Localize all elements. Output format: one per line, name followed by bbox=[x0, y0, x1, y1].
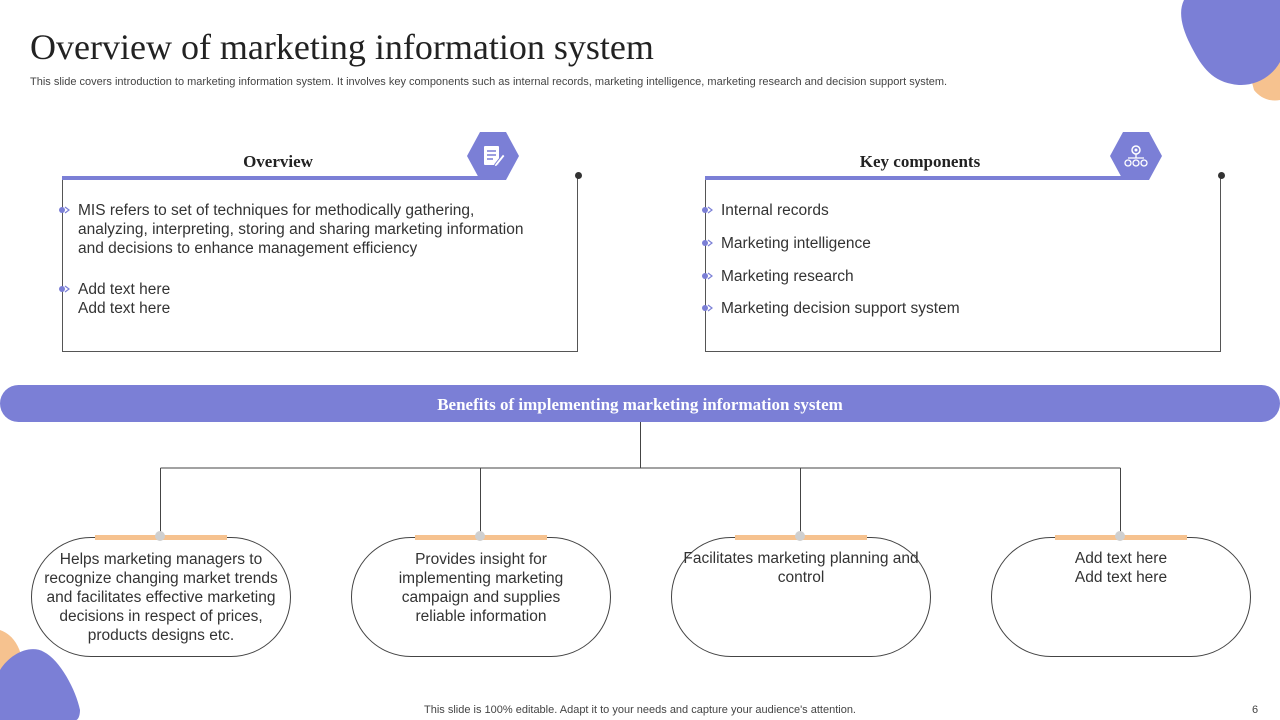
benefit-card-node bbox=[475, 531, 485, 541]
page-subtitle: This slide covers introduction to market… bbox=[30, 76, 948, 88]
key-components-panel-bar bbox=[705, 176, 1145, 180]
benefit-text: Helps marketing managers to recognize ch… bbox=[44, 551, 278, 644]
bottom-left-decoration bbox=[0, 630, 80, 720]
footer-note: This slide is 100% editable. Adapt it to… bbox=[424, 704, 856, 716]
overview-bullet-1: MIS refers to set of techniques for meth… bbox=[78, 202, 524, 257]
key-component-item: Marketing research bbox=[721, 268, 854, 285]
overview-bullet-2: Add text here Add text here bbox=[78, 281, 171, 317]
page-title: Overview of marketing information system bbox=[30, 27, 654, 67]
benefit-card-node bbox=[155, 531, 165, 541]
page-number: 6 bbox=[1252, 704, 1259, 716]
benefit-card-node bbox=[795, 531, 805, 541]
benefits-connector-lines bbox=[160, 422, 1121, 534]
key-component-item: Marketing decision support system bbox=[721, 300, 960, 317]
benefit-card bbox=[31, 537, 291, 657]
overview-corner-dot bbox=[575, 172, 582, 179]
bullet-arrow-icon bbox=[702, 272, 713, 280]
benefits-title: Benefits of implementing marketing infor… bbox=[437, 395, 843, 414]
bullet-arrow-icon bbox=[702, 304, 713, 312]
top-right-decoration bbox=[1181, 0, 1280, 101]
bullet-arrow-icon bbox=[59, 206, 70, 214]
key-components-corner-dot bbox=[1218, 172, 1225, 179]
key-component-item: Internal records bbox=[721, 202, 829, 219]
benefit-card bbox=[991, 537, 1251, 657]
bullet-arrow-icon bbox=[59, 285, 70, 293]
bullet-arrow-icon bbox=[702, 239, 713, 247]
benefit-card-node bbox=[1115, 531, 1125, 541]
benefit-text: Provides insight for implementing market… bbox=[398, 551, 564, 625]
overview-panel-bar bbox=[62, 176, 502, 180]
key-component-item: Marketing intelligence bbox=[721, 235, 871, 252]
network-icon bbox=[1110, 132, 1162, 180]
benefit-text: Facilitates marketing planning and contr… bbox=[683, 550, 919, 586]
bullet-arrow-icon bbox=[702, 206, 713, 214]
document-pen-icon bbox=[467, 132, 519, 180]
benefits-banner bbox=[0, 385, 1280, 422]
benefit-text: Add text here Add text here bbox=[1074, 550, 1168, 586]
key-components-panel bbox=[705, 176, 1221, 352]
overview-panel bbox=[62, 176, 578, 352]
key-components-heading: Key components bbox=[859, 152, 981, 171]
overview-heading: Overview bbox=[243, 152, 313, 171]
